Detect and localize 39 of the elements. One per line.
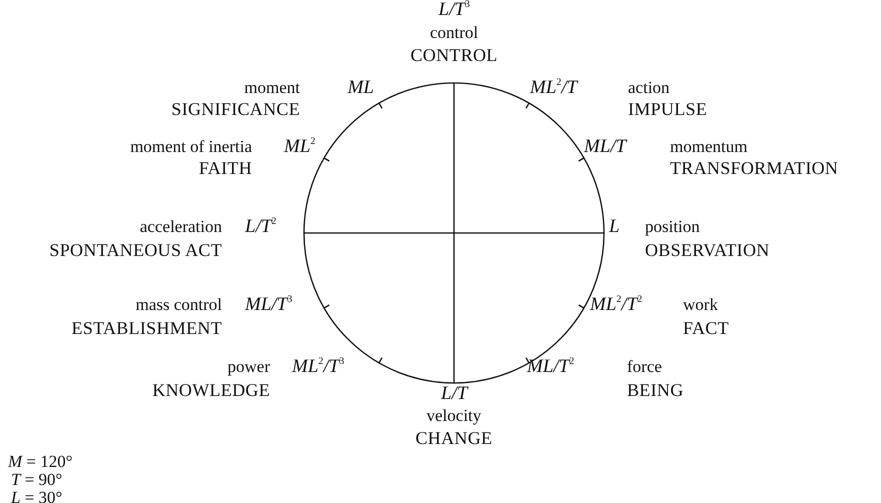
dimension-formula: ML$^{2}$/T [530,78,578,98]
quantity-label: velocity [426,406,482,426]
angle-key-text: T = 90° [11,470,62,490]
quantity-label: power [228,357,270,377]
concept-label: IMPULSE [628,99,708,119]
quantity-label: control [430,23,478,43]
quantity-label: work [683,295,718,315]
dimension-formula: L/T [441,384,468,404]
quantity-label: mass control [136,295,222,315]
angle-key-text: M = 120° [8,452,73,472]
concept-label: FACT [683,318,729,338]
dimension-formula: ML$^{2}$/T$^{2}$ [590,295,642,315]
quantity-label: force [627,357,662,377]
dimension-formula: L/T$^{2}$ [245,217,276,237]
quantity-label: moment of inertia [130,137,252,157]
dimension-formula: ML [348,78,374,98]
dimension-formula: ML$^{2}$ [284,137,316,157]
dimension-formula: ML/T$^{3}$ [245,295,292,315]
concept-label: CHANGE [416,428,492,448]
dimension-formula: L [609,217,620,237]
concept-label: SPONTANEOUS ACT [49,240,222,260]
concept-label: TRANSFORMATION [670,158,838,178]
quantity-label: acceleration [140,217,222,237]
concept-label: CONTROL [410,45,498,65]
dimension-formula: ML$^{2}$/T$^{3}$ [292,357,344,377]
concept-label: OBSERVATION [645,240,770,260]
quantity-label: action [628,78,670,98]
concept-label: KNOWLEDGE [152,380,270,400]
quantity-label: moment [244,78,300,98]
angle-key-text: L = 30° [11,488,62,503]
dimension-formula: ML/T$^{2}$ [527,357,574,377]
concept-label: ESTABLISHMENT [72,318,222,338]
dimension-formula: ML/T [584,137,626,157]
concept-label: SIGNIFICANCE [171,99,300,119]
concept-label: FAITH [198,158,252,178]
concept-label: BEING [627,380,684,400]
quantity-label: momentum [670,137,748,157]
dimension-formula: L/T$^{3}$ [438,0,470,20]
quantity-label: position [645,217,700,237]
